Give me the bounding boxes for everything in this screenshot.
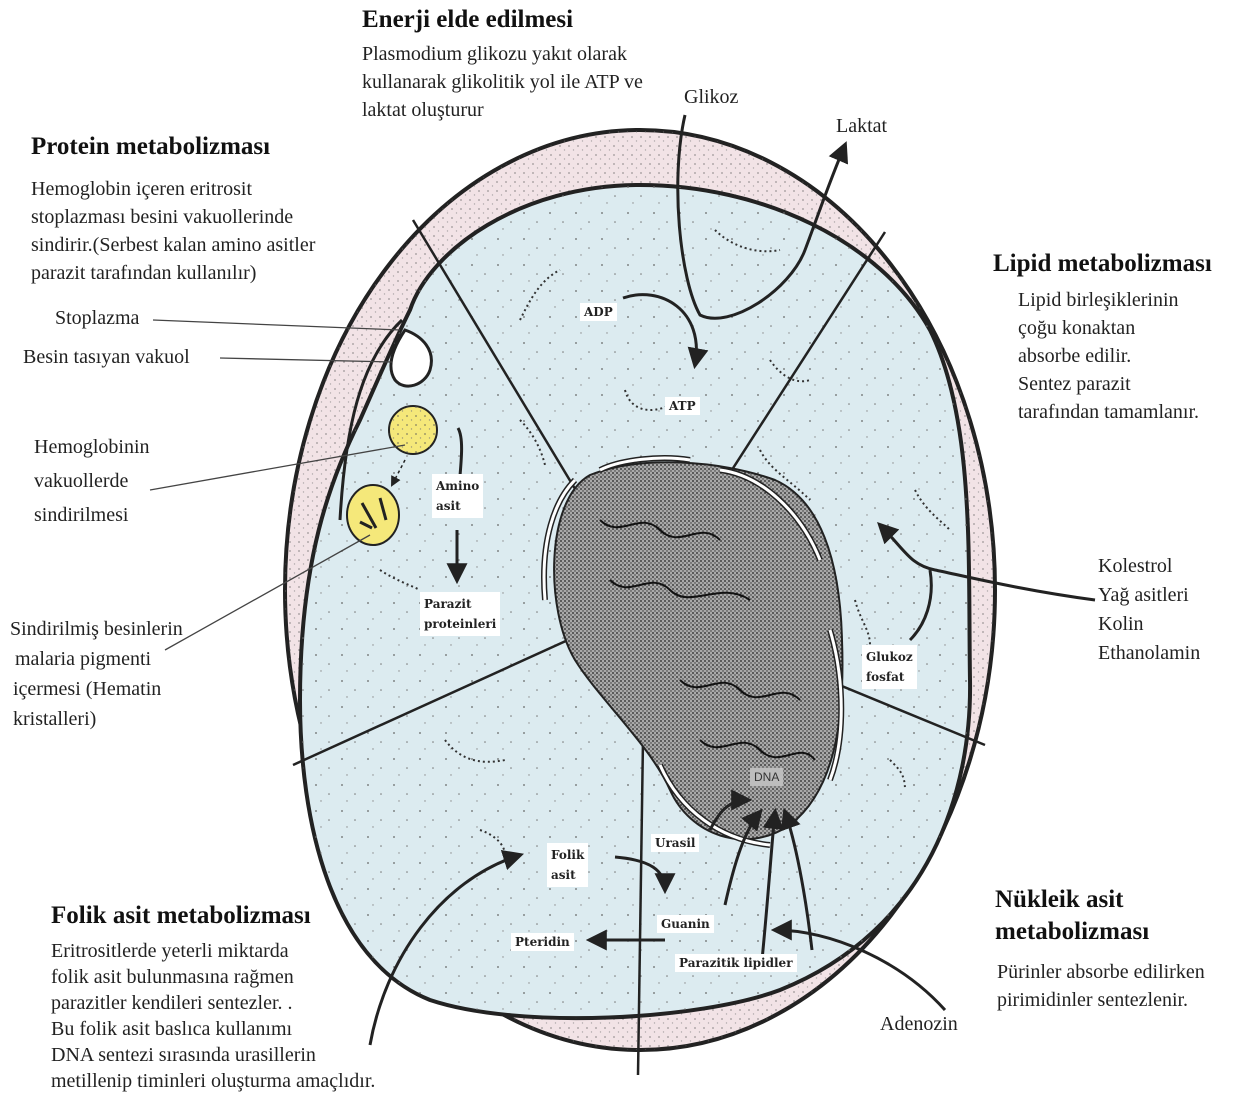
nucleic-line: pirimidinler sentezlenir. [997, 986, 1232, 1014]
energy-line: kullanarak glikolitik yol ile ATP ve [362, 68, 692, 96]
energy-line: laktat oluşturur [362, 96, 692, 124]
protein-title: Protein metabolizması [31, 133, 270, 161]
nucleic-title-line: metabolizması [995, 916, 1149, 948]
parazit-line: proteinleri [424, 614, 496, 634]
glukoz-fosfat-label: Glukoz fosfat [862, 645, 917, 689]
protein-line: sindirir.(Serbest kalan amino asitler [31, 231, 361, 259]
lipid-line: tarafından tamamlanır. [1018, 398, 1233, 426]
glukoz-line: fosfat [866, 667, 913, 687]
urasil-label: Urasil [651, 834, 699, 852]
lipid-source-line: Yağ asitleri [1098, 581, 1200, 610]
lipid-title: Lipid metabolizması [993, 250, 1212, 278]
hemoglobin-label: Hemoglobinin vakuollerde sindirilmesi [34, 430, 150, 532]
protein-description: Hemoglobin içeren eritrosit stoplazması … [31, 175, 361, 287]
amino-line: asit [436, 496, 479, 516]
folic-line: metillenip timinleri oluşturma amaçlıdır… [51, 1068, 431, 1094]
sindirilmis-line: Sindirilmiş besinlerin [10, 614, 183, 644]
guanin-label: Guanin [657, 915, 714, 933]
folik-line: asit [551, 865, 584, 885]
lipid-source-line: Kolestrol [1098, 552, 1200, 581]
folic-line: folik asit bulunmasına rağmen [51, 964, 431, 990]
lipid-line: Lipid birleşiklerinin [1018, 286, 1233, 314]
nucleic-title: Nükleik asit metabolizması [995, 884, 1149, 948]
parazit-line: Parazit [424, 594, 496, 614]
protein-line: stoplazması besini vakuollerinde [31, 203, 361, 231]
lipid-line: absorbe edilir. [1018, 342, 1233, 370]
folic-line: Bu folik asit baslıca kullanımı [51, 1016, 431, 1042]
atp-label: ATP [665, 397, 700, 415]
adp-label: ADP [580, 303, 617, 321]
sindirilmis-line: kristalleri) [10, 704, 183, 734]
lipid-sources-label: Kolestrol Yağ asitleri Kolin Ethanolamin [1098, 552, 1200, 668]
energy-description: Plasmodium glikozu yakıt olarak kullanar… [362, 40, 692, 124]
protein-line: parazit tarafından kullanılır) [31, 259, 361, 287]
energy-title: Enerji elde edilmesi [362, 6, 573, 34]
sindirilmis-line: malaria pigmenti [10, 644, 183, 674]
folic-description: Eritrositlerde yeterli miktarda folik as… [51, 938, 431, 1094]
parazit-proteinleri-label: Parazit proteinleri [420, 592, 500, 636]
dna-label: DNA [750, 768, 783, 786]
hemoglobin-line: sindirilmesi [34, 498, 150, 532]
protein-line: Hemoglobin içeren eritrosit [31, 175, 361, 203]
amino-line: Amino [436, 476, 479, 496]
nucleic-line: Pürinler absorbe edilirken [997, 958, 1232, 986]
pteridin-label: Pteridin [511, 933, 574, 951]
nucleic-description: Pürinler absorbe edilirken pirimidinler … [997, 958, 1232, 1014]
folic-line: DNA sentezi sırasında urasillerin [51, 1042, 431, 1068]
lipid-source-line: Kolin [1098, 610, 1200, 639]
amino-asit-label: Amino asit [432, 474, 483, 518]
folik-asit-label: Folik asit [547, 843, 588, 887]
glukoz-line: Glukoz [866, 647, 913, 667]
parazitik-lipidler-label: Parazitik lipidler [675, 954, 797, 972]
lipid-source-line: Ethanolamin [1098, 639, 1200, 668]
nucleic-title-line: Nükleik asit [995, 884, 1149, 916]
besin-vakuol-label: Besin tasıyan vakuol [23, 346, 190, 369]
glikoz-label: Glikoz [684, 86, 738, 109]
folik-line: Folik [551, 845, 584, 865]
folic-title: Folik asit metabolizması [51, 902, 311, 930]
folic-line: parazitler kendileri sentezler. . [51, 990, 431, 1016]
lipid-line: çoğu konaktan [1018, 314, 1233, 342]
food-vacuole-hematin [347, 485, 399, 545]
stoplazma-label: Stoplazma [55, 307, 139, 330]
adenozin-label: Adenozin [880, 1013, 958, 1036]
hemoglobin-line: vakuollerde [34, 464, 150, 498]
lipid-description: Lipid birleşiklerinin çoğu konaktan abso… [1018, 286, 1233, 426]
energy-line: Plasmodium glikozu yakıt olarak [362, 40, 692, 68]
laktat-label: Laktat [836, 115, 887, 138]
lipid-line: Sentez parazit [1018, 370, 1233, 398]
sindirilmis-line: içermesi (Hematin [10, 674, 183, 704]
folic-line: Eritrositlerde yeterli miktarda [51, 938, 431, 964]
hemoglobin-line: Hemoglobinin [34, 430, 150, 464]
sindirilmis-label: Sindirilmiş besinlerin malaria pigmenti … [10, 614, 183, 734]
